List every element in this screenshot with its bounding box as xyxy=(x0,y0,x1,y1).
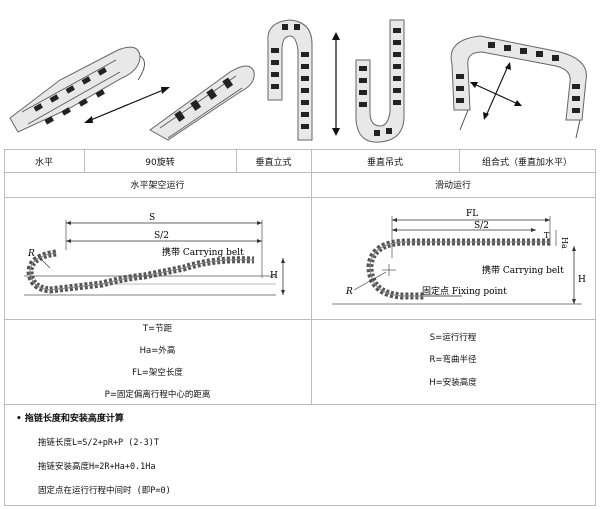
horizontal-travel-arrow xyxy=(84,87,170,123)
carrying-belt-right-label: 携带 Carrying belt xyxy=(482,264,564,276)
legend-H: H=安装高度 xyxy=(429,378,477,388)
dim-R-label: R xyxy=(27,249,35,259)
grid-line xyxy=(595,149,596,506)
operation-sliding-label: 滑动运行 xyxy=(434,181,471,191)
formula-chain-length: 拖链长度L=S/2+pR+P (2-3)T xyxy=(38,438,159,448)
legend-P: P=固定偏离行程中心的距离 xyxy=(104,390,211,400)
grid-line xyxy=(4,172,596,173)
carrying-belt-label: 携带 Carrying belt xyxy=(162,246,244,258)
drag-chain-illustrations xyxy=(9,19,587,143)
grid-line xyxy=(4,319,596,320)
calc-title: • 拖链长度和安装高度计算 xyxy=(16,414,124,424)
legend-S: S=运行行程 xyxy=(429,333,477,343)
vertical-travel-arrow xyxy=(332,32,340,136)
mode-vertical-hanging-label: 垂直吊式 xyxy=(366,157,403,168)
fixed-point-note: 固定点在运行行程中间时 (即P=0) xyxy=(38,486,171,496)
combined-chain-illustration xyxy=(450,35,587,139)
mode-combined-label: 组合式（垂直加水平） xyxy=(481,157,572,168)
dim-R-right-label: R xyxy=(345,287,353,297)
mode-rotate90-label: 90旋转 xyxy=(145,157,175,168)
overhead-run-diagram: S S/2 R H 携带 Carrying belt xyxy=(24,213,285,296)
dim-H-right-label: H xyxy=(578,275,586,285)
dim-S-half-right-label: S/2 xyxy=(474,221,489,231)
mode-horizontal-label: 水平 xyxy=(34,157,53,168)
grid-line xyxy=(459,149,460,173)
legend-FL: FL=架空长度 xyxy=(132,368,183,378)
dim-S-label: S xyxy=(149,213,155,223)
sliding-run-diagram: FL S/2 T Ha R H 携带 Carrying belt 固定点 Fix… xyxy=(332,209,586,305)
fixing-point-label: 固定点 Fixing point xyxy=(422,285,507,297)
horizontal-chain-illustration xyxy=(9,46,145,133)
dim-H-label: H xyxy=(270,271,278,281)
grid-line xyxy=(84,149,85,173)
operation-overhead-label: 水平架空运行 xyxy=(130,181,185,191)
grid-line xyxy=(4,505,596,506)
grid-line xyxy=(311,149,312,405)
grid-line xyxy=(4,149,5,506)
rotate90-chain-illustration xyxy=(149,65,255,141)
grid-line xyxy=(4,197,596,198)
grid-line xyxy=(4,404,596,405)
grid-line xyxy=(236,149,237,173)
vertical-standing-chain-illustration xyxy=(267,19,313,141)
dim-S-half-label: S/2 xyxy=(154,231,169,241)
combined-travel-arrows xyxy=(470,62,522,120)
legend-T: T=节距 xyxy=(142,324,173,334)
dim-Ha-label: Ha xyxy=(560,237,569,249)
legend-R: R=弯曲半径 xyxy=(429,355,477,365)
grid-line xyxy=(4,149,596,150)
dim-FL-label: FL xyxy=(466,209,478,219)
dim-T-label: T xyxy=(544,231,550,240)
legend-Ha: Ha=外高 xyxy=(139,346,176,356)
formula-install-height: 拖链安装高度H=2R+Ha+0.1Ha xyxy=(38,462,156,472)
vertical-hanging-chain-illustration xyxy=(355,19,405,143)
mode-vertical-standing-label: 垂直立式 xyxy=(255,157,292,168)
